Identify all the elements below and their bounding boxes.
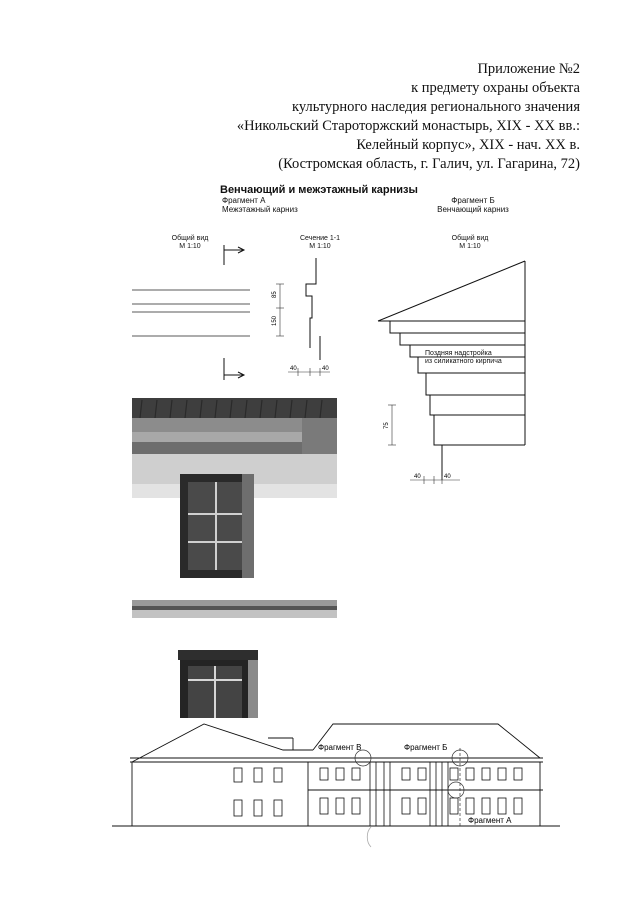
- general-view-text: Общий вид: [171, 235, 209, 242]
- facade-label-v: Фрагмент В: [318, 743, 362, 752]
- header-line: к предмету охраны объекта: [411, 80, 580, 96]
- note-line: из силикатного кирпича: [425, 358, 502, 365]
- fragment-b-title: Фрагмент Б Венчающий карниз: [428, 196, 518, 214]
- header-line: Приложение №2: [477, 61, 580, 77]
- dim-total: 150: [272, 315, 278, 326]
- header-line: (Костромская область, г. Галич, ул. Гага…: [278, 156, 580, 172]
- note-line: Поздняя надстройка: [425, 350, 492, 357]
- section-cut-marker: [223, 245, 246, 380]
- fragment-b-note: Поздняя надстройка из силикатного кирпич…: [425, 350, 502, 366]
- section-label-text: Сечение 1-1: [300, 235, 340, 242]
- section-scale-text: М 1:10: [309, 243, 331, 250]
- cornice-photo: [132, 398, 337, 620]
- window-photo: [178, 650, 258, 718]
- fragment-b-general-view-label: Общий вид М 1:10: [440, 235, 500, 251]
- cornice-general-view: [132, 289, 250, 337]
- dim-bottom-right: 40: [444, 474, 451, 480]
- fragment-a-section-label: Сечение 1-1 М 1:10: [290, 235, 350, 251]
- facade-pilasters: [369, 761, 449, 827]
- fragment-a-general-view-label: Общий вид М 1:10: [160, 235, 220, 251]
- general-scale-text: М 1:10: [179, 243, 201, 250]
- dimension-lines: [388, 404, 460, 484]
- fragment-b-name: Фрагмент Б: [451, 196, 495, 205]
- fragment-a-name: Фрагмент А: [222, 196, 266, 205]
- fragment-markers: [354, 748, 469, 826]
- facade-label-b: Фрагмент Б: [404, 743, 447, 752]
- general-scale-text: М 1:10: [459, 243, 481, 250]
- header-line: Келейный корпус», XIX - нач. XX в.: [356, 137, 580, 153]
- dim-side: 75: [384, 422, 390, 429]
- crowning-cornice-profile: [377, 260, 526, 480]
- header-line: культурного наследия регионального значе…: [292, 99, 580, 115]
- fragment-a-title: Фрагмент А Межэтажный карниз: [222, 196, 298, 214]
- cornice-section-profile: [305, 258, 321, 360]
- dim-top: 85: [272, 291, 278, 298]
- dim-bottom-right: 40: [322, 366, 329, 372]
- fragment-a-drawing: 85 150 40 40: [132, 245, 330, 380]
- facade-elevation: Фрагмент В Фрагмент Б Фрагмент А: [112, 723, 560, 827]
- fragment-b-subtitle: Венчающий карниз: [437, 205, 509, 214]
- dim-bottom-left: 40: [414, 474, 421, 480]
- header-line: «Никольский Староторжский монастырь, XIX…: [236, 118, 580, 134]
- dimension-lines: [276, 283, 330, 376]
- fragment-a-subtitle: Межэтажный карниз: [222, 205, 298, 214]
- facade-windows: [233, 767, 523, 817]
- fragment-b-drawing: 75 40 40: [377, 260, 526, 484]
- appendix-header: Приложение №2 к предмету охраны объекта …: [160, 60, 580, 174]
- dim-bottom-left: 40: [290, 366, 297, 372]
- general-view-text: Общий вид: [451, 235, 489, 242]
- scan-mark: [366, 826, 372, 848]
- section-title: Венчающий и межэтажный карнизы: [220, 184, 418, 196]
- facade-label-a: Фрагмент А: [468, 816, 512, 825]
